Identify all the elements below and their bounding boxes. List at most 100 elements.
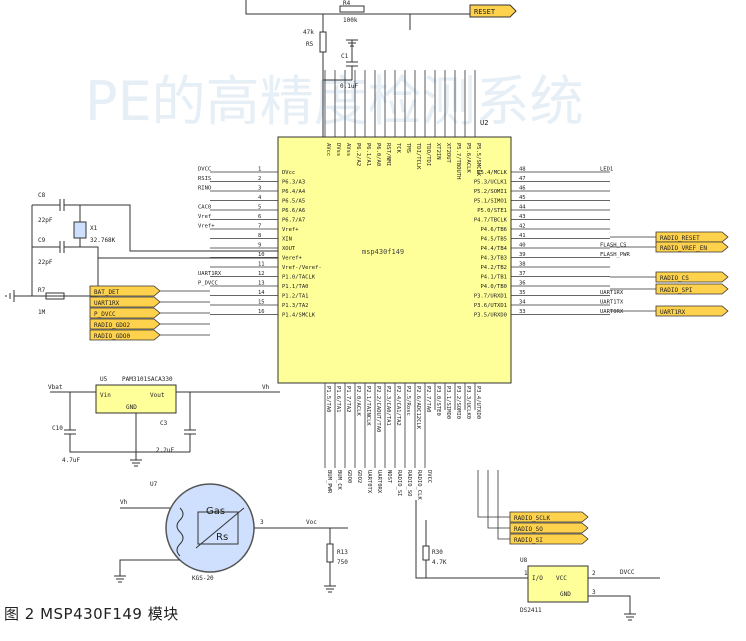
u8-pin2: 2 [592, 570, 596, 577]
mcu-top-pin-name: RST/NMI [385, 143, 391, 166]
mcu-left-pin-num: 6 [258, 214, 261, 220]
reset-circuit: R4 100k RESET 47k R5 C1 0.1uF [245, 0, 517, 137]
x1-value: 32.768K [90, 237, 116, 244]
mcu-left-pin-num: 5 [258, 205, 261, 211]
u5-vin: Vin [100, 392, 111, 399]
radio-net-tag-label: RADIO_SI [514, 537, 543, 544]
mcu-left-pin-net: RSIS [198, 176, 211, 182]
radio-net-tag-line [487, 470, 510, 529]
left-net-tag-label: P_DVCC [94, 311, 116, 318]
left-net-tag [89, 318, 161, 330]
mcu-left-pin-name: P6.4/A4 [282, 189, 306, 195]
sensor-body [165, 483, 255, 573]
radio-net-tag-line [477, 470, 510, 518]
bottom-net-label: UART0TX [366, 470, 372, 494]
mcu-top-pin-name: P6.1/A1 [365, 143, 371, 166]
ground-symbol [130, 452, 142, 467]
r4-resistor [339, 5, 365, 13]
mcu-right-pin-name: P4.5/TB5 [481, 237, 508, 243]
c9-label: C9 [38, 237, 46, 244]
mcu-right-pin-num: 34 [519, 300, 526, 306]
mcu-left-pin-num: 11 [258, 262, 265, 268]
mcu-top-pin-name: TDO/TDI [425, 143, 431, 166]
mcu-right-pin-num: 42 [519, 224, 526, 230]
mcu-bottom-pin-name: P2.5/Rosc [405, 386, 411, 416]
mcu-bottom-pin-name: P3.3/UCLK0 [465, 386, 471, 419]
vh-net: Vh [262, 384, 270, 391]
left-net-tag-label: RADIO_GDO2 [94, 322, 131, 329]
c10-label: C10 [52, 425, 63, 432]
u7-part: KGS-20 [192, 575, 214, 582]
sensor-gas-label: Gas [206, 506, 225, 517]
mcu-right-pin-net: UART1TX [600, 300, 624, 306]
mcu-top-pin-name: TMS [405, 143, 411, 153]
r13-resistor [326, 543, 334, 563]
mcu-right-pin-name: P4.0/TB0 [481, 284, 508, 290]
mcu-top-pin-name: P6.2/A2 [355, 143, 361, 166]
mcu-right-pin-name: P3.6/UTXD1 [474, 303, 507, 309]
ground-symbol [114, 575, 126, 583]
mcu-left-pin-net: CAC0 [198, 205, 211, 211]
mcu-right-pin-name: P4.6/TB6 [481, 227, 508, 233]
radio-net-tag [509, 533, 589, 545]
u7-vh: Vh [120, 499, 128, 506]
right-net-tag-label: RADIO_RESET [660, 235, 700, 242]
mcu-top-pin-name: TCK [395, 143, 401, 154]
u8-body [527, 565, 589, 603]
mcu-left-pin-net: UART1RX [198, 271, 222, 277]
mcu-right-pin-name: P3.5/URXD0 [474, 313, 507, 319]
mcu-left-pin-name: P6.6/A6 [282, 208, 305, 214]
mcu-left-pins: 1DVccDVCC2P6.3/A3RSIS3P6.4/A4RINO4P6.5/A… [198, 167, 322, 319]
r5-resistor [319, 31, 327, 53]
figure-caption: 图 2 MSP430F149 模块 [4, 605, 179, 623]
c1-label: C1 [341, 53, 349, 60]
mcu-right-pin-name: P5.2/SOMI1 [474, 189, 507, 195]
c3-value: 2.2uF [156, 447, 174, 454]
mcu-top-pin-name: P5.6/ACLK [465, 143, 471, 173]
u5-body [95, 384, 177, 414]
mcu-left-pin-num: 4 [258, 195, 262, 201]
voc-net: Voc [306, 519, 317, 526]
mcu-right-pin-name: P3.7/URXD1 [474, 294, 507, 300]
u8-ref: U8 [520, 557, 528, 564]
mcu-bottom-pin-name: P1.7/TA2 [345, 386, 351, 413]
mcu-right-pin-num: 39 [519, 252, 526, 258]
mcu-left-pin-name: P1.1/TA0 [282, 284, 309, 290]
r7-resistor [45, 292, 65, 300]
sensor-rs-label: Rs [216, 532, 228, 543]
r30-resistor [422, 545, 430, 561]
mcu-left-pin-name: P6.7/A7 [282, 218, 305, 224]
mcu-left-pin-num: 9 [258, 243, 261, 249]
mcu-right-pin-name: P4.2/TB2 [481, 265, 508, 271]
mcu-top-pin-name: AVss [345, 143, 351, 156]
bottom-net-label: UART0RX [376, 470, 382, 494]
watermark-text: PE的高精度检测系统 [85, 70, 584, 133]
mcu-left-pin-num: 14 [258, 290, 265, 296]
mcu-bottom-pin-name: P3.2/SOMI0 [455, 386, 461, 419]
mcu-right-pin-num: 40 [519, 243, 526, 249]
c9-value: 22pF [38, 259, 53, 266]
u5-gnd: GND [126, 404, 137, 411]
right-net-tags: RADIO_RESETRADIO_VREF_ENRADIO_CSRADIO_SP… [610, 231, 729, 317]
mcu-right-pin-net: UART0RX [600, 309, 624, 315]
mcu-bottom-pin-name: P2.4/CA1/TA2 [395, 386, 401, 426]
mcu-right-pin-net: FLASH_PWR [600, 252, 630, 258]
mcu-bottom-pin-name: P3.0/STE0 [435, 386, 441, 416]
heater-coil [176, 507, 184, 557]
mcu-part: msp430f149 [362, 248, 404, 256]
right-net-tag [655, 271, 729, 283]
mcu-right-pin-net: LED1 [600, 167, 613, 173]
mcu-left-pin-num: 16 [258, 309, 265, 315]
mcu-bottom-pin-name: P1.5/TA0 [325, 386, 331, 413]
mcu-right-pin-num: 37 [519, 271, 526, 277]
mcu-left-pin-num: 1 [258, 167, 261, 173]
mcu-right-pin-name: P5.1/SIMO1 [474, 199, 507, 205]
mcu-bottom-pin-name: P2.7/TA0 [425, 386, 431, 413]
mcu-bottom-pin-name: P2.6/ADC12CLK [415, 386, 421, 430]
mcu-right-pin-name: P4.7/TBCLK [474, 218, 508, 224]
mcu-body [277, 136, 512, 384]
